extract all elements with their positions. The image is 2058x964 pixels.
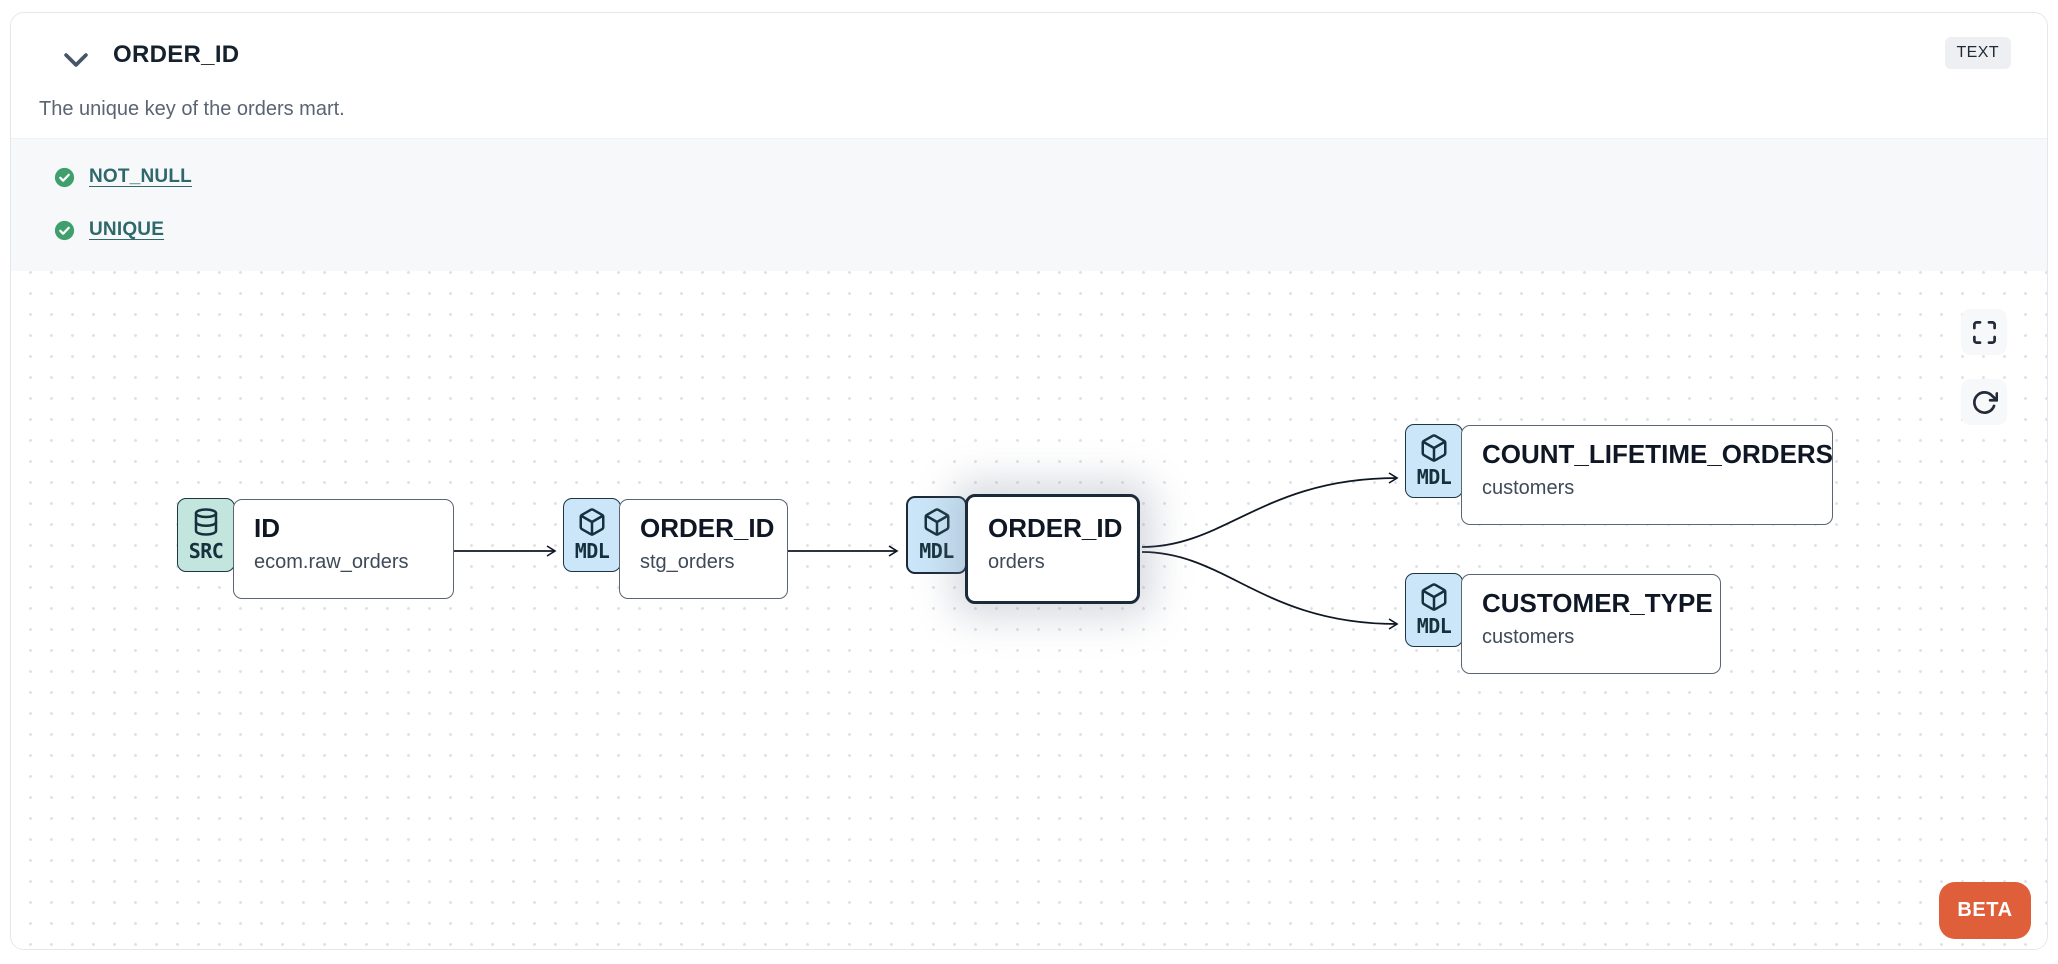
source-badge: SRC	[177, 498, 235, 572]
model-badge: MDL	[906, 496, 967, 574]
lineage-node-count-lifetime-orders[interactable]: MDL COUNT_LIFETIME_ORDERS customers	[1405, 424, 1833, 525]
cube-icon	[1421, 434, 1447, 462]
test-link-not-null[interactable]: NOT_NULL	[89, 166, 192, 187]
refresh-button[interactable]	[1961, 379, 2007, 425]
fullscreen-button[interactable]	[1961, 309, 2007, 355]
column-description: The unique key of the orders mart.	[39, 98, 345, 120]
lineage-node-stg-orders[interactable]: MDL ORDER_ID stg_orders	[563, 498, 788, 599]
header: ORDER_ID TEXT The unique key of the orde…	[11, 13, 2047, 138]
check-circle-icon	[54, 220, 75, 240]
node-card: COUNT_LIFETIME_ORDERS customers	[1461, 425, 1833, 525]
test-row: UNIQUE	[54, 212, 2047, 248]
lineage-node-source-id[interactable]: SRC ID ecom.raw_orders	[177, 498, 454, 599]
cube-icon	[924, 508, 949, 536]
column-type-badge: TEXT	[1944, 37, 2011, 69]
model-badge: MDL	[1405, 424, 1463, 498]
node-card: ID ecom.raw_orders	[233, 499, 454, 599]
chevron-down-icon[interactable]	[59, 43, 93, 77]
database-icon	[194, 508, 218, 536]
beta-badge[interactable]: BETA	[1939, 882, 2031, 939]
model-badge: MDL	[1405, 573, 1463, 647]
cube-icon	[579, 508, 605, 536]
node-card: ORDER_ID orders	[965, 494, 1140, 604]
lineage-edges	[454, 472, 1399, 630]
lineage-node-orders-selected[interactable]: MDL ORDER_ID orders	[906, 494, 1140, 604]
lineage-canvas[interactable]: SRC ID ecom.raw_orders MDL ORDER_ID stg_…	[11, 271, 2047, 949]
check-circle-icon	[54, 167, 75, 187]
test-row: NOT_NULL	[54, 159, 2047, 195]
test-link-unique[interactable]: UNIQUE	[89, 219, 165, 240]
rotate-cw-icon	[1972, 390, 1998, 414]
tests-section: NOT_NULL UNIQUE	[11, 138, 2047, 271]
node-card: ORDER_ID stg_orders	[619, 499, 788, 599]
lineage-node-customer-type[interactable]: MDL CUSTOMER_TYPE customers	[1405, 573, 1721, 674]
model-badge: MDL	[563, 498, 621, 572]
column-details-panel: ORDER_ID TEXT The unique key of the orde…	[10, 12, 2048, 950]
cube-icon	[1421, 583, 1447, 611]
page-title: ORDER_ID	[113, 41, 240, 68]
node-card: CUSTOMER_TYPE customers	[1461, 574, 1721, 674]
maximize-icon	[1972, 320, 1996, 344]
